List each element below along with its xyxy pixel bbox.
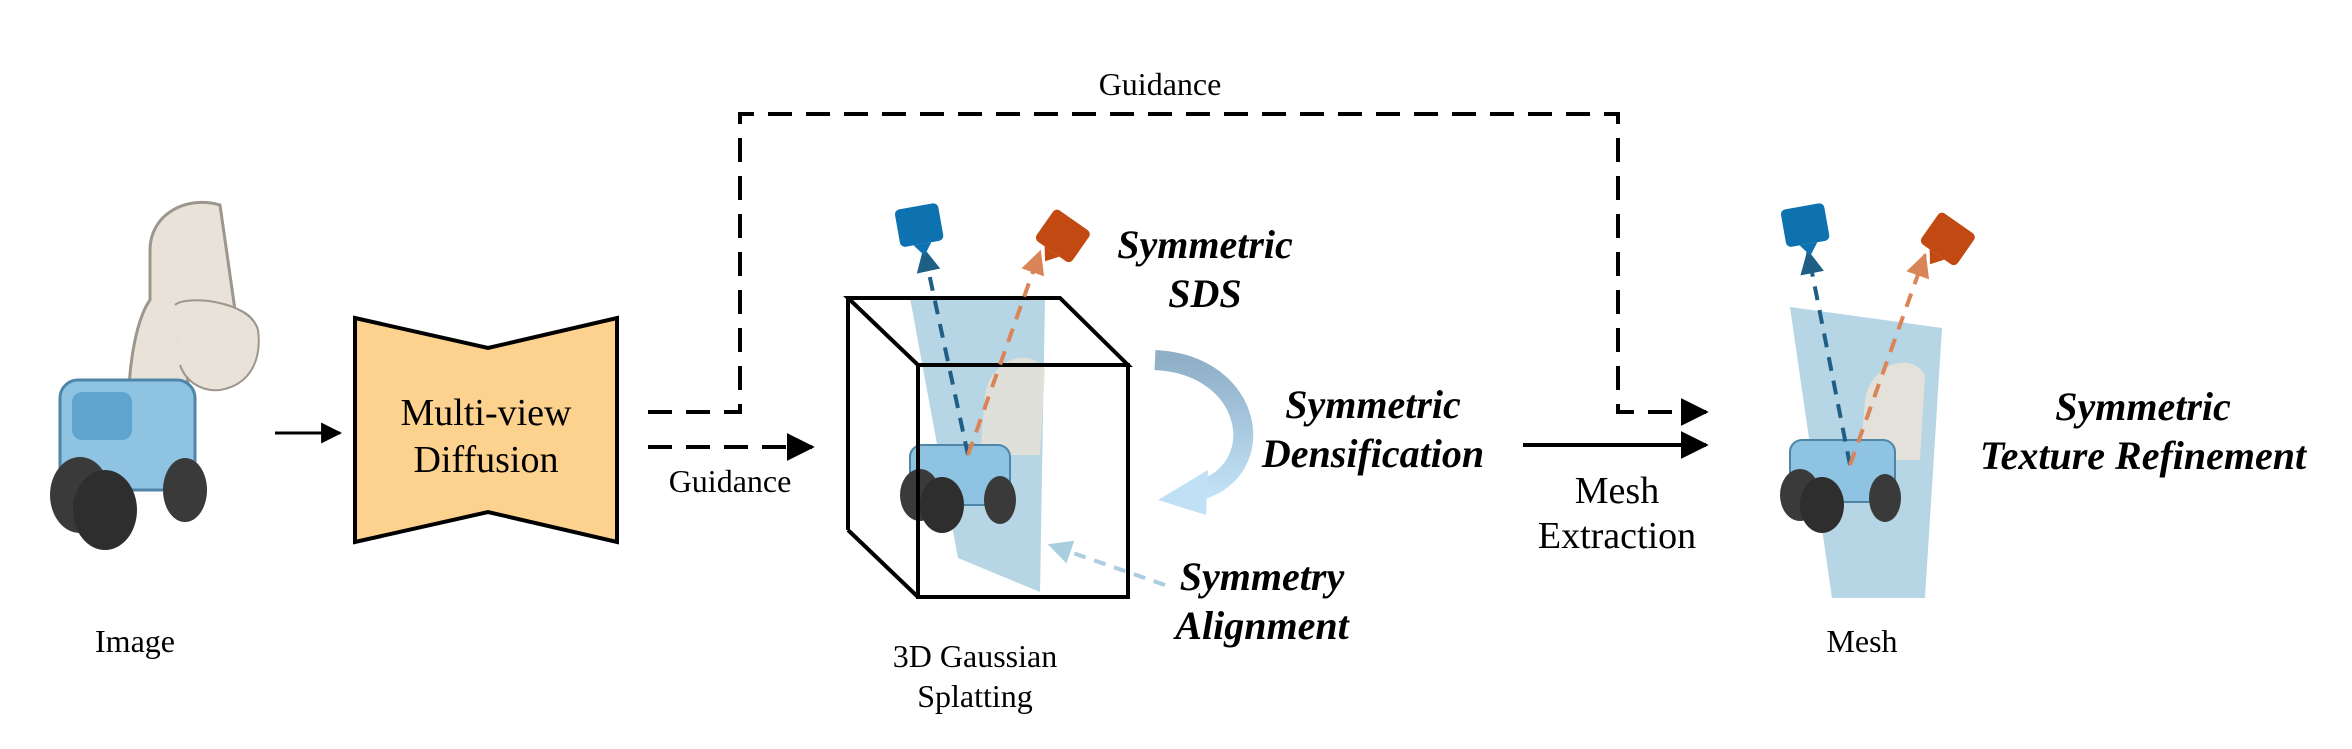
diffusion-label-line2: Diffusion xyxy=(414,439,559,481)
camera-blue-icon xyxy=(894,203,944,256)
mesh-label: Mesh xyxy=(1826,623,1897,659)
gaussian-splatting-label-line2: Splatting xyxy=(917,678,1033,714)
mesh-group xyxy=(1780,203,1975,598)
camera-orange-icon xyxy=(1035,209,1090,263)
image-label: Image xyxy=(95,623,175,659)
input-toy-image xyxy=(50,200,260,550)
guidance-top-arrow xyxy=(648,112,1709,426)
ray-orange xyxy=(966,249,1045,456)
diffusion-label-line1: Multi-view xyxy=(401,392,573,434)
densification-curve xyxy=(1154,350,1254,500)
symmetric-sds-label-line2: SDS xyxy=(1168,271,1241,316)
symmetry-alignment-arrow xyxy=(1047,540,1166,587)
mesh-ray-blue xyxy=(1800,249,1852,466)
symmetric-texture-label-line2: Texture Refinement xyxy=(1980,433,2308,478)
multiview-diffusion-block xyxy=(353,315,619,545)
densification-arrowhead xyxy=(1158,470,1208,515)
mesh-ray-orange xyxy=(1848,252,1930,466)
gaussian-cube xyxy=(916,363,1130,599)
mesh-camera-blue-icon xyxy=(1780,203,1830,256)
mesh-extraction-label-line2: Extraction xyxy=(1538,515,1696,557)
guidance-bottom-label: Guidance xyxy=(669,463,792,499)
ray-blue xyxy=(916,247,970,456)
mesh-extraction-label-line1: Mesh xyxy=(1575,470,1659,512)
symmetric-texture-label-line1: Symmetric xyxy=(2055,384,2231,429)
toy-wheel xyxy=(73,470,137,550)
symmetric-sds-label-line1: Symmetric xyxy=(1117,222,1293,267)
symmetry-alignment-label-line1: Symmetry xyxy=(1180,554,1345,599)
toy-wheel xyxy=(163,458,207,522)
gaussian-splatting-label-line1: 3D Gaussian xyxy=(893,638,1057,674)
mesh-camera-orange-icon xyxy=(1920,212,1975,266)
guidance-top-label: Guidance xyxy=(1099,66,1222,102)
gaussian-cube-group xyxy=(843,203,1133,599)
symmetric-densification-label-line2: Densification xyxy=(1261,431,1484,476)
toy-window xyxy=(72,392,132,440)
symmetric-densification-label-line1: Symmetric xyxy=(1285,382,1461,427)
symmetry-alignment-label-line2: Alignment xyxy=(1172,603,1350,648)
